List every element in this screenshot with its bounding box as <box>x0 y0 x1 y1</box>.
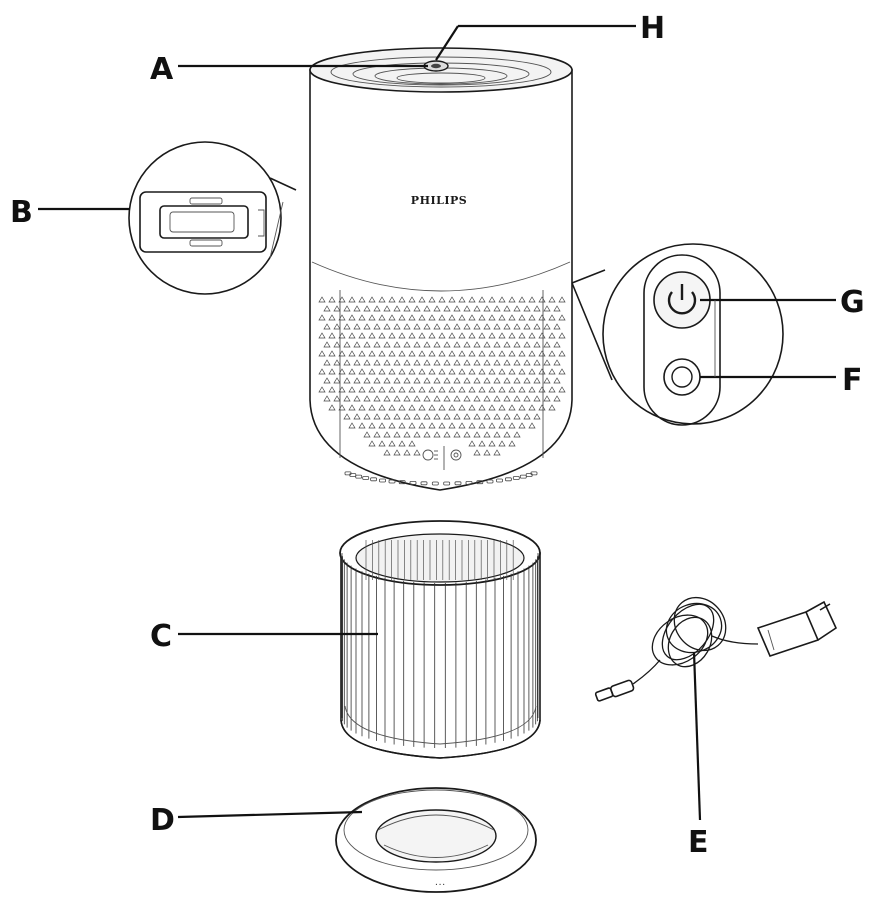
svg-text:• • •: • • • <box>435 882 445 887</box>
power-adapter <box>594 596 838 702</box>
filter-pleats <box>341 553 539 748</box>
bottom-vent-ring <box>344 471 538 486</box>
air-inlet-grille <box>318 296 566 456</box>
coiled-cable <box>632 596 759 685</box>
callout-label-h: H <box>640 11 665 46</box>
control-panel <box>643 254 721 426</box>
callout-label-e: E <box>688 825 709 860</box>
indicator-icons <box>422 446 462 470</box>
power-socket-detail <box>139 191 267 253</box>
callout-labels: A H B G F C D E <box>10 11 865 860</box>
callout-label-g: G <box>840 285 865 320</box>
power-icon <box>667 291 697 315</box>
filter-cartridge <box>339 520 541 759</box>
brand-logo: PHILIPS <box>411 194 467 207</box>
callout-label-b: B <box>10 195 33 230</box>
leader-e <box>692 651 702 821</box>
callout-label-d: D <box>150 803 175 838</box>
air-purifier-unit: PHILIPS <box>309 47 573 491</box>
detail-magnifier-controls <box>571 243 784 426</box>
callout-label-f: F <box>842 363 863 398</box>
filter-reset-button <box>663 358 701 396</box>
filter-inner-pleats <box>365 540 514 580</box>
wall-adapter <box>756 600 838 657</box>
leader-d <box>177 810 363 819</box>
callout-label-c: C <box>150 619 172 654</box>
detail-magnifier-b <box>128 141 297 295</box>
base-cover: • • • <box>335 787 537 893</box>
leader-h <box>435 25 459 61</box>
leader-lines <box>38 24 836 821</box>
callout-label-a: A <box>150 52 174 87</box>
